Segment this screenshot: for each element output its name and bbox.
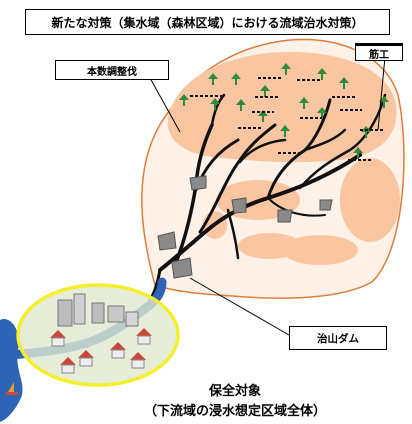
thinning-label: 本数調整伐 bbox=[55, 60, 169, 80]
protection-subtitle: （下流域の浸水想定区域全体） bbox=[143, 404, 326, 419]
boat-icon bbox=[6, 382, 18, 395]
diagram-title: 新たな対策（集水域（森林区域）における流域治水対策） bbox=[25, 9, 390, 35]
canal-pointer bbox=[377, 56, 386, 131]
trees bbox=[179, 63, 389, 159]
forest-patch-lower-right bbox=[282, 235, 358, 265]
thinning-pointer bbox=[149, 77, 181, 133]
dams bbox=[157, 175, 333, 279]
canal-label: 筋工 bbox=[355, 43, 403, 61]
town-buildings bbox=[50, 293, 152, 374]
forest-patch-right bbox=[340, 158, 400, 242]
log-markers bbox=[190, 77, 385, 161]
forest-patch-lower bbox=[238, 233, 302, 259]
dam-label: 治山ダム bbox=[289, 326, 387, 350]
protection-title: 保全対象 bbox=[208, 384, 261, 399]
lake bbox=[0, 319, 23, 422]
dam-pointer bbox=[189, 277, 290, 336]
protected-town-ellipse bbox=[16, 283, 180, 387]
